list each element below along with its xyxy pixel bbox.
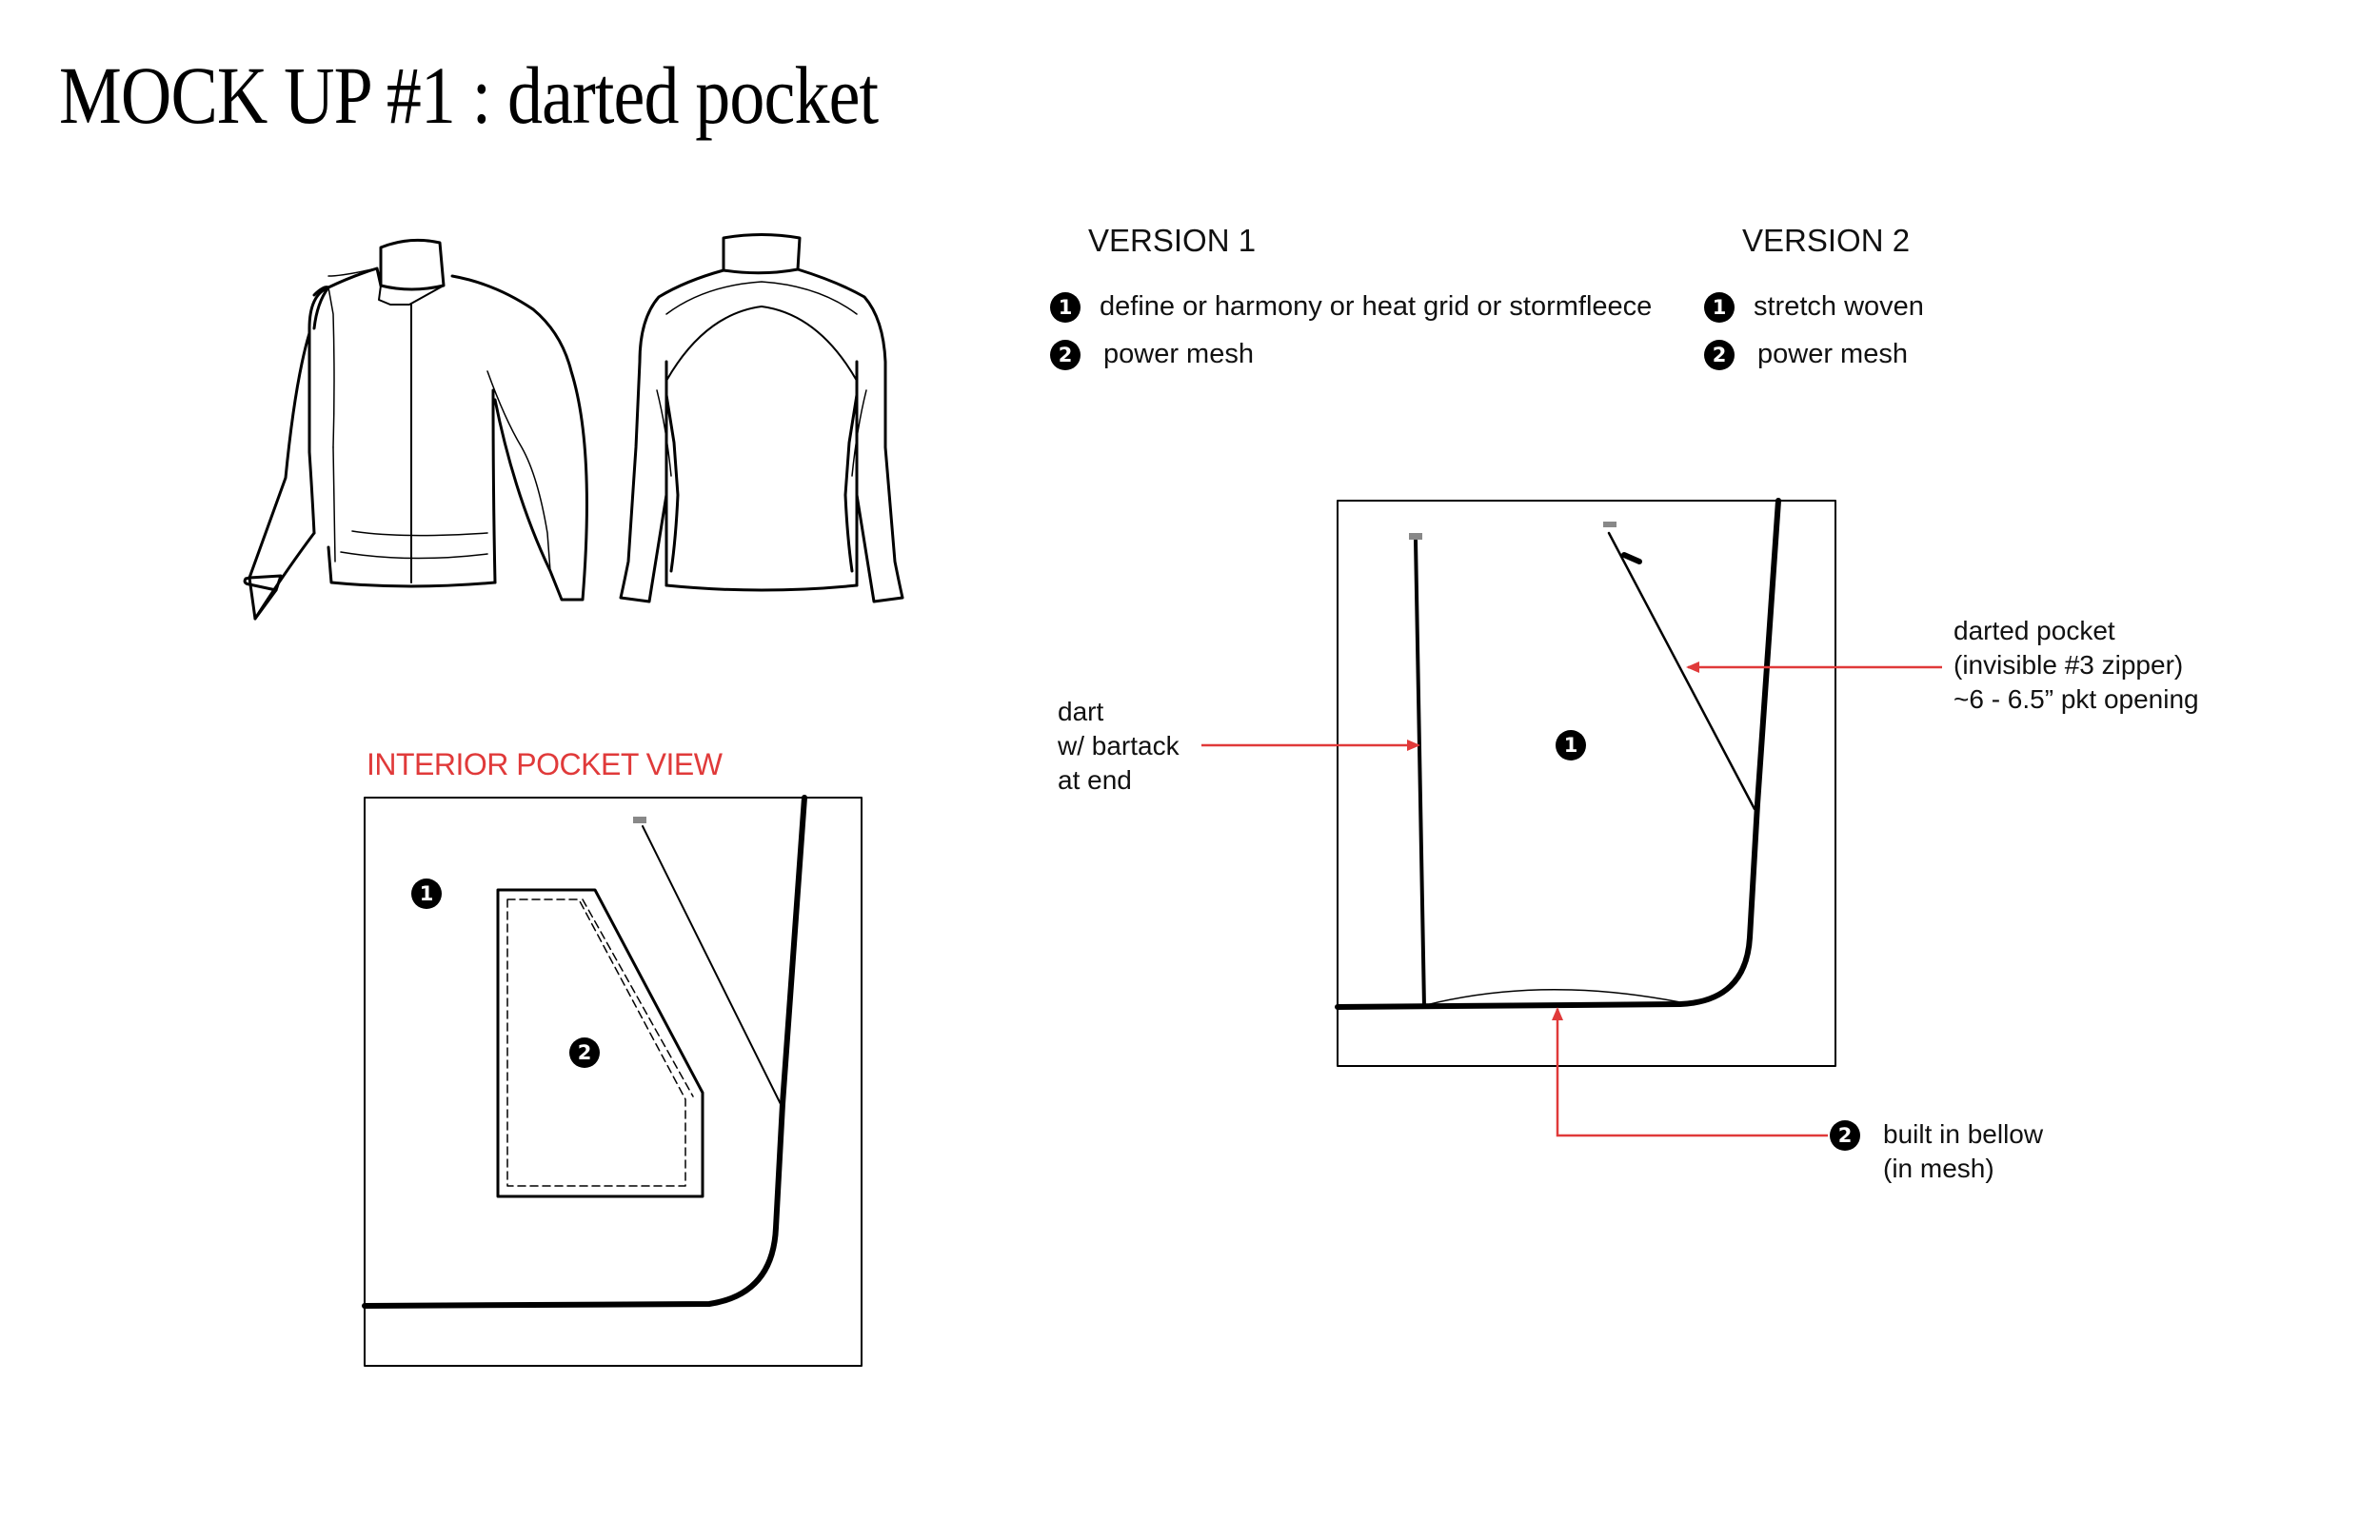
number-2-marker: 2 — [1050, 339, 1081, 370]
version1-heading: VERSION 1 — [1088, 223, 1257, 258]
number-1-marker: 1 — [1704, 291, 1735, 323]
interior-pocket-view-label: INTERIOR POCKET VIEW — [367, 747, 723, 781]
bellow-note: built in bellow (in mesh) — [1883, 1119, 2044, 1183]
version1-item-1-text: define or harmony or heat grid or stormf… — [1100, 291, 1653, 322]
number-1-marker: 1 — [411, 879, 442, 909]
version1-item-2-text: power mesh — [1103, 339, 1254, 369]
darted-pocket-note: darted pocket (invisible #3 zipper) ~6 -… — [1954, 616, 2199, 714]
dart-note: dart w/ bartack at end — [1058, 697, 1180, 795]
exterior-pocket-diagram — [1335, 498, 1836, 1067]
number-1-marker: 1 — [1556, 730, 1586, 760]
interior-pocket-diagram — [362, 795, 863, 1367]
version1-item-1: 1 define or harmony or heat grid or stor… — [1050, 291, 1652, 323]
jacket-front-sketch — [243, 238, 588, 621]
jacket-back-sketch — [619, 233, 904, 603]
page-title: MOCK UP #1 : darted pocket — [59, 49, 879, 141]
bellow-arrow — [1552, 1007, 1828, 1137]
version2-item-2-text: power mesh — [1757, 339, 1908, 369]
version2-heading: VERSION 2 — [1742, 223, 1911, 258]
number-2-marker: 2 — [1704, 339, 1735, 370]
version2-item-1-text: stretch woven — [1754, 291, 1924, 322]
version2-item-2: 2 power mesh — [1704, 339, 1908, 370]
version2-item-1: 1 stretch woven — [1704, 291, 1924, 323]
annotation-arrows — [1201, 661, 1942, 1137]
version1-item-2: 2 power mesh — [1050, 339, 1254, 370]
number-2-marker: 2 — [569, 1037, 600, 1068]
number-2-marker: 2 — [1830, 1120, 1860, 1151]
number-1-marker: 1 — [1050, 291, 1081, 323]
